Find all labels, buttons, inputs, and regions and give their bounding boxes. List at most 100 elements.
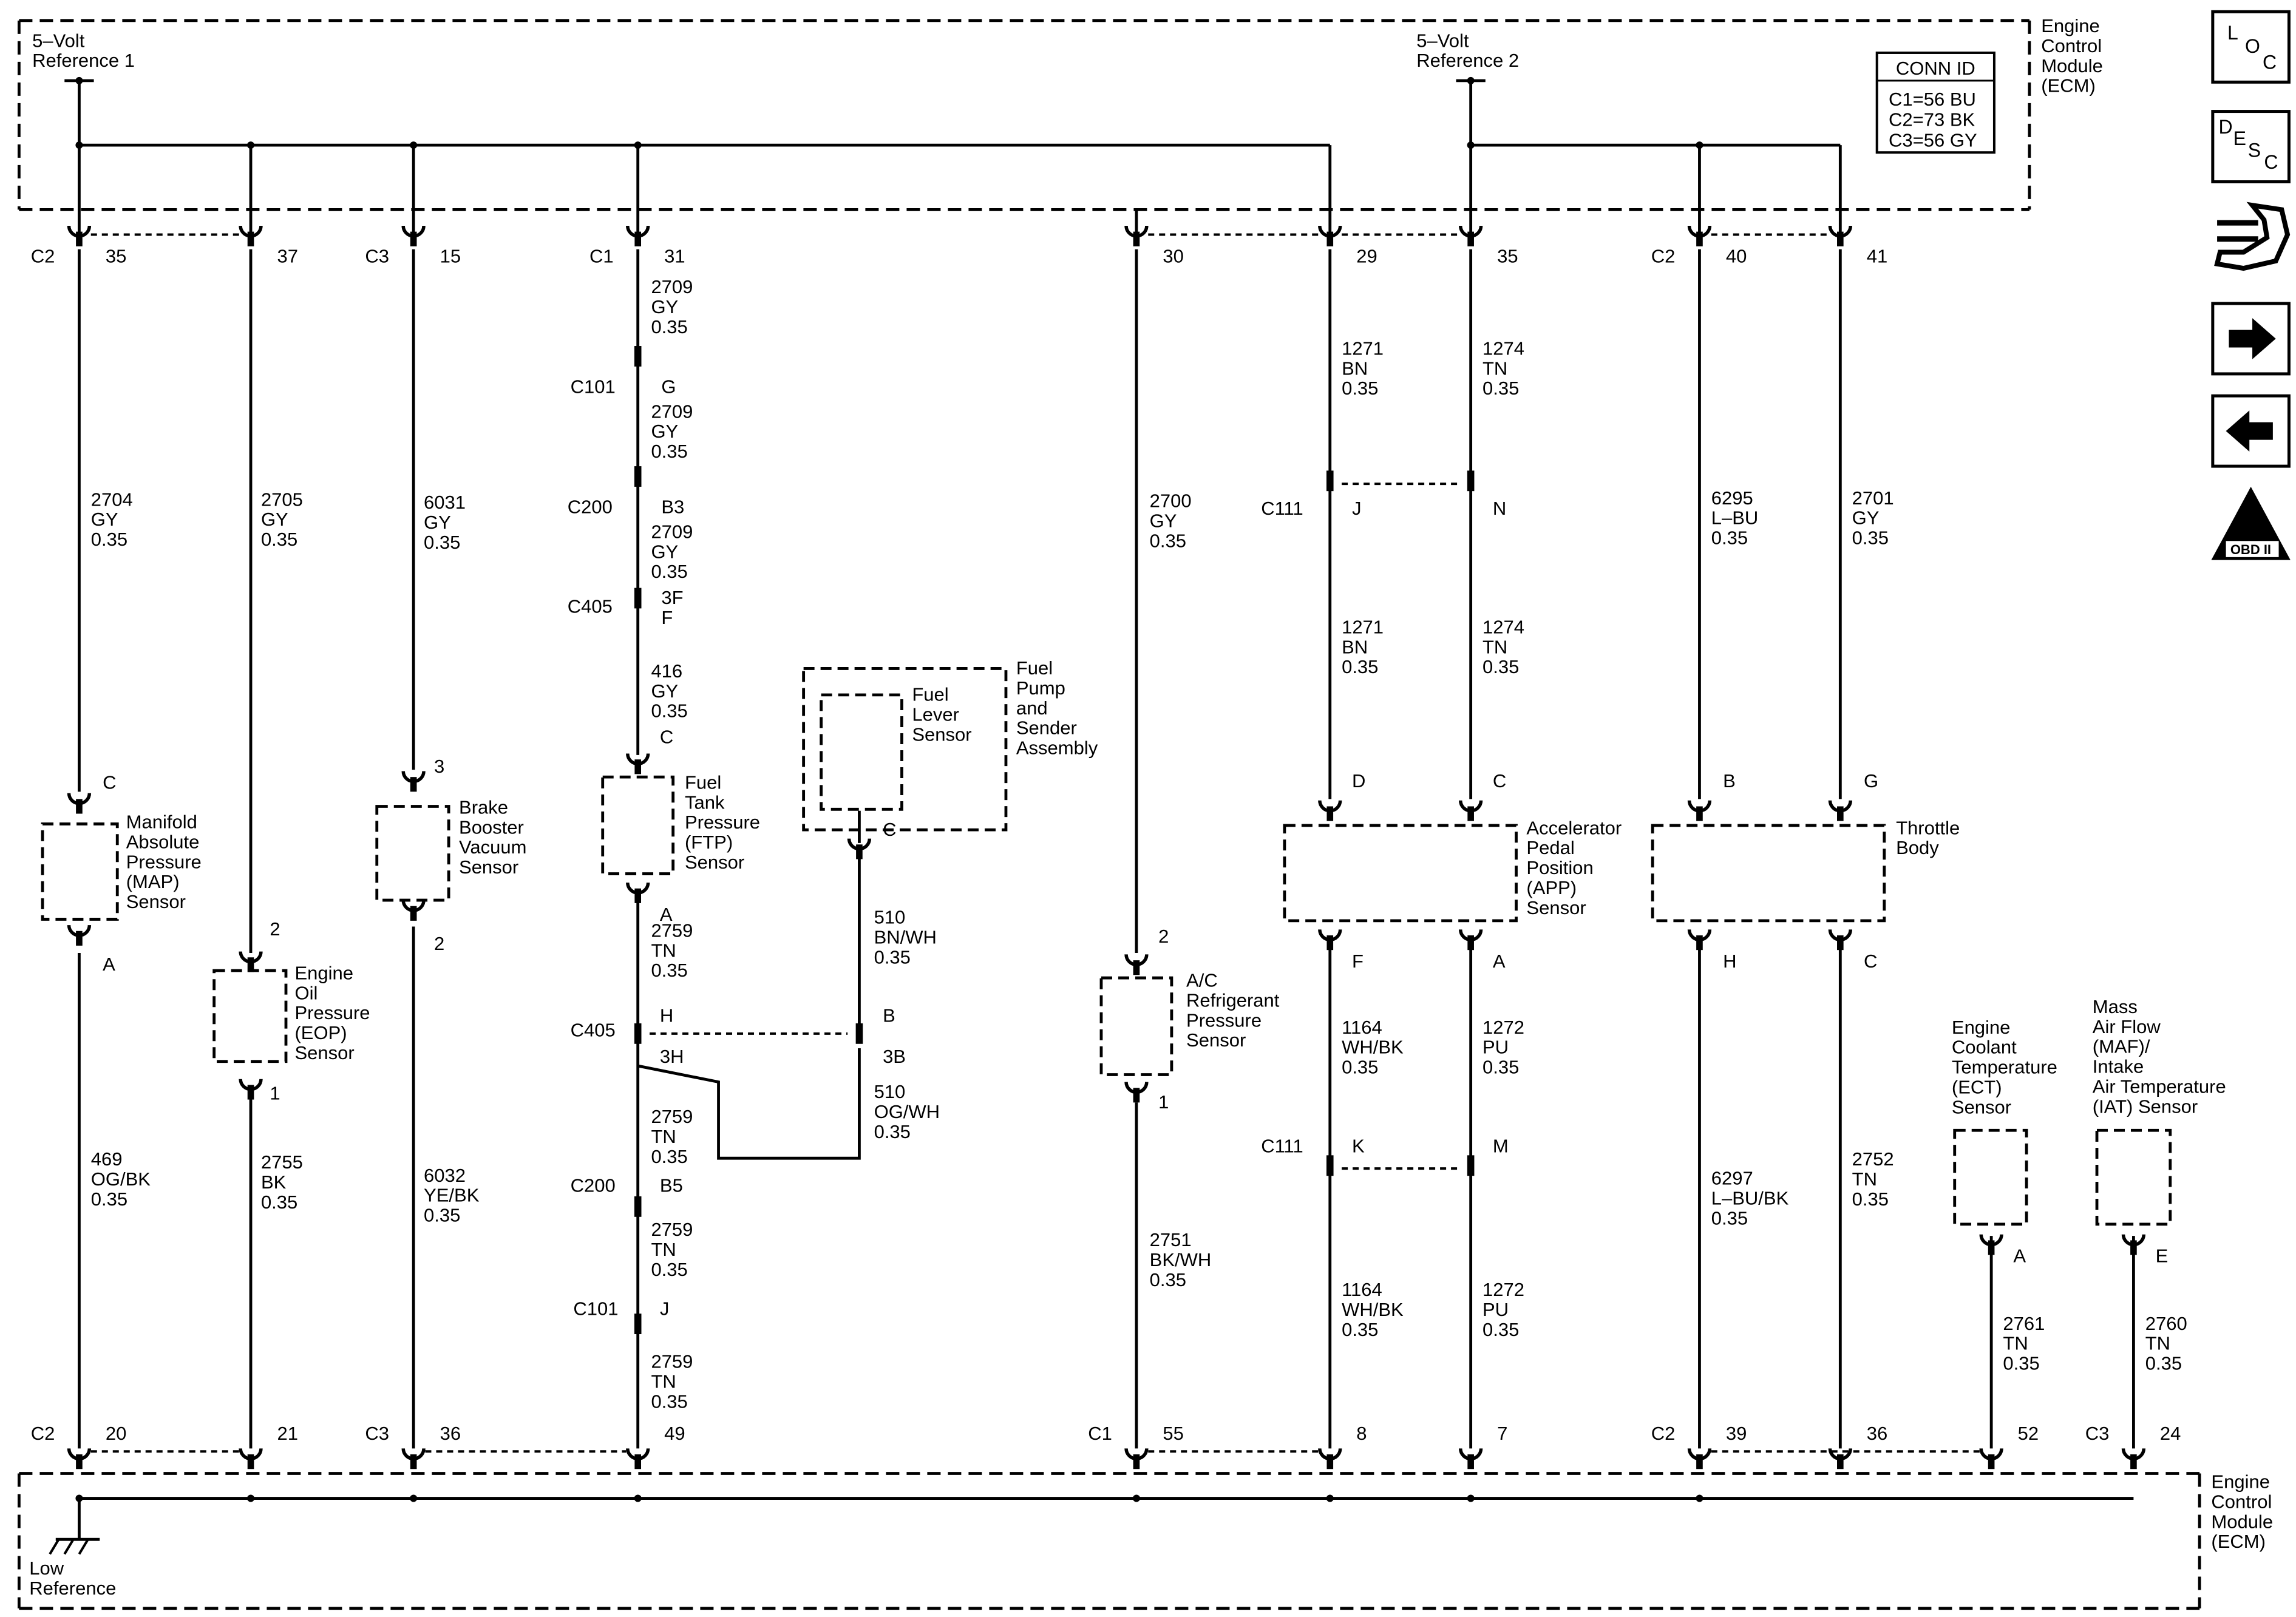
component-pin-10-pin	[1133, 1088, 1140, 1103]
inline-connector-0	[634, 346, 642, 367]
ref1-node	[75, 76, 83, 84]
arrow-right-icon[interactable]	[2211, 302, 2291, 376]
conn-id-line: C2=73 BK	[1889, 109, 1975, 131]
ecm-bottom-pin-9-pin	[1988, 1454, 1995, 1470]
component-pin-13-pin	[1326, 935, 1334, 951]
ecm-top-pin-0-pin	[76, 231, 83, 246]
bottom-conn-0: C2	[31, 1423, 55, 1444]
ecm-bottom-pin-5-pin	[1326, 1454, 1334, 1470]
inline-connector-pin-6: J	[660, 1298, 670, 1320]
component-pin-label-7-0: D	[1352, 770, 1365, 792]
component-pin-label-0-1: A	[103, 954, 115, 975]
component-pin-label-0-0: C	[103, 771, 116, 793]
arrow-right-shape	[2229, 318, 2276, 359]
component-pin-label-7-1: C	[1493, 770, 1506, 792]
inline-connector-8	[1467, 470, 1475, 492]
bottom-conn-10: C3	[2085, 1423, 2110, 1444]
ecm-bottom-pin-7-pin	[1696, 1454, 1703, 1470]
component-pin-label-2-0: 3	[434, 756, 444, 777]
inline-connector-name-3: C405	[571, 1020, 616, 1041]
inline-connector-2	[634, 588, 642, 609]
ecm-bottom-pin-0-pin	[76, 1454, 83, 1470]
arrow-left-icon[interactable]	[2211, 394, 2291, 468]
component-pin-19-pin	[1988, 1240, 1995, 1255]
component-pin-0-pin	[76, 799, 83, 814]
top-pin-num-5: 29	[1356, 245, 1377, 266]
component-pin-4-pin	[410, 777, 417, 792]
inline-connector-3	[634, 1023, 642, 1044]
inline-connector-pin-10: M	[1493, 1136, 1509, 1157]
conn-id-line: C3=56 GY	[1889, 130, 1977, 151]
component-pin-label-8-0: B	[1723, 770, 1736, 792]
bottom-pin-num-7: 39	[1726, 1423, 1747, 1444]
inline-connector-pin-9: K	[1352, 1136, 1365, 1157]
ecm-bottom-pin-2-pin	[410, 1454, 417, 1470]
diagnostic-icon[interactable]	[2214, 202, 2291, 271]
desc-letter-4: C	[2264, 151, 2278, 173]
component-pin-label-9-0: A	[2013, 1246, 2026, 1267]
ect-sensor-box	[1953, 1128, 2028, 1226]
inline-connector-pin-7: J	[1352, 498, 1362, 519]
inline-connector-name-2: C405	[568, 596, 613, 617]
low-ref-splice	[1132, 1494, 1140, 1502]
component-pin-label-2-1: 2	[434, 933, 444, 954]
component-pin-14-pin	[1467, 935, 1474, 951]
bottom-pin-num-9: 52	[2018, 1423, 2039, 1444]
ecm-bottom-pin-4-pin	[1133, 1454, 1140, 1470]
component-pin-15-pin	[1696, 806, 1703, 821]
component-pin-1-pin	[76, 931, 83, 946]
ecm-top-pin-4-pin	[1133, 231, 1140, 246]
low-ref-splice	[410, 1494, 418, 1502]
ecm-bottom-pin-10-pin	[2130, 1454, 2137, 1470]
obd-label-bg	[2226, 541, 2279, 557]
component-pin-label-7-3: A	[1493, 951, 1506, 972]
inline-connector-pin-11: B	[883, 1005, 895, 1026]
component-pin-label-8-2: H	[1723, 951, 1736, 972]
ground-hatch	[63, 1539, 75, 1555]
bottom-conn-2: C3	[365, 1423, 389, 1444]
ac-pressure-sensor-box	[1099, 976, 1173, 1076]
component-pin-3-pin	[247, 1085, 254, 1100]
component-pin-5-pin	[410, 906, 417, 921]
arrow-right-icon-frame	[2211, 302, 2291, 376]
c405-3h-jumper	[637, 1048, 861, 1160]
loc-icon[interactable]: LOC	[2211, 10, 2291, 84]
bottom-pin-num-0: 20	[106, 1423, 126, 1444]
component-pin-2-pin	[247, 957, 254, 972]
inline-connector-name-1: C200	[568, 496, 613, 517]
inline-connector-pin-4: 3H	[660, 1046, 684, 1067]
app-sensor-box	[1283, 824, 1518, 923]
low-ref-splice	[247, 1494, 255, 1502]
ground-hatch	[78, 1539, 89, 1555]
inline-connector-name-5: C200	[571, 1175, 616, 1196]
top-pin-num-4: 30	[1163, 245, 1183, 266]
loc-letter-2: O	[2245, 35, 2260, 57]
